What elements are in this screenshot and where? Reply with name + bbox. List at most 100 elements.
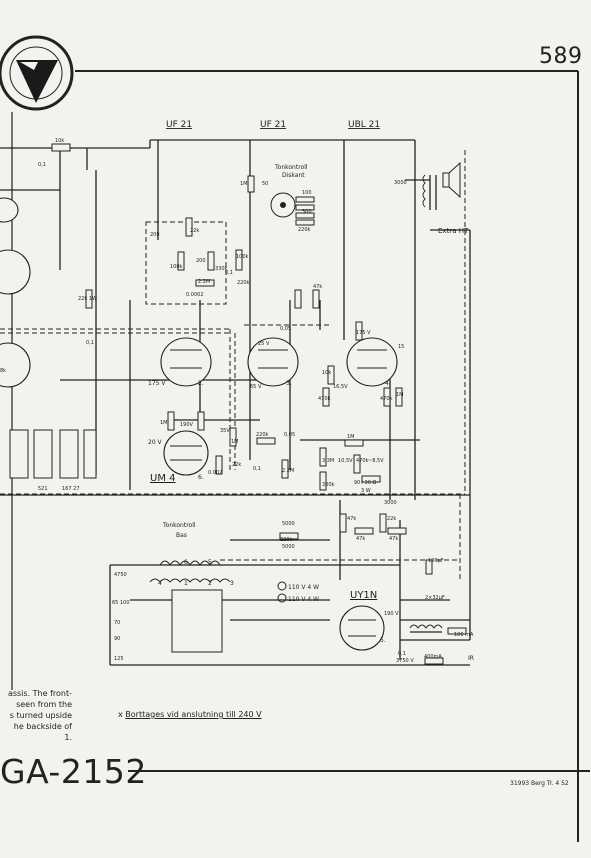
chassis-note-line: he backside of — [13, 722, 72, 731]
label-tube-3: 3. — [286, 380, 292, 387]
label-r220k-b: 220k — [237, 280, 250, 286]
label-tap-6: 6 — [184, 559, 188, 566]
label-c2x32: 2×32µF — [425, 595, 445, 601]
label-c200: 200 — [150, 232, 160, 238]
heater-chain — [149, 560, 231, 653]
label-r100k: 100k — [170, 264, 183, 270]
label-v175-b: 175 V — [356, 330, 371, 336]
label-r47k-b: 47k — [347, 516, 356, 522]
label-ir: IR — [468, 655, 474, 662]
tube-uf21-b — [247, 337, 299, 387]
label-v85: ~8,5V — [368, 458, 384, 464]
label-c01-b: 0,1 — [225, 270, 233, 276]
label-v175-a: 175 V — [148, 380, 166, 387]
label-v35: 35V — [220, 428, 230, 434]
label-tap-2: 2 — [208, 580, 212, 587]
schematic-labels: UF 21 UF 21 UBL 21 UM 4 UY1N Tonkontroll… — [0, 120, 474, 664]
label-coil-521: 521 — [38, 486, 48, 492]
chassis-note: assis. The front- seen from the s turned… — [0, 688, 72, 743]
model-number: GA-2152 — [0, 752, 147, 791]
label-r47k-d: 47k — [389, 536, 398, 542]
tube-partial-left — [0, 197, 31, 388]
label-uf21-b: UF 21 — [260, 120, 286, 130]
label-v65: 65 V — [250, 384, 262, 390]
footnote-marker: x — [118, 710, 123, 719]
chassis-note-line: seen from the — [16, 700, 72, 709]
label-r1m-d: 1M — [231, 439, 239, 445]
print-code: 31993 Berg Tr. 4 52 — [510, 780, 569, 787]
label-r90-30: 90+30 Ω — [354, 480, 377, 486]
label-w3: 3 W — [361, 488, 371, 494]
label-v190: 190V — [180, 422, 194, 428]
treble-switch — [270, 192, 315, 219]
label-r47k-c: 47k — [356, 536, 365, 542]
label-r1m-e: 1M — [347, 434, 355, 440]
label-r22m: 2.2M — [198, 279, 210, 285]
label-tube-5: 5. — [380, 637, 386, 644]
label-v90: 90 — [114, 636, 120, 642]
label-c3000-b: 3000 — [384, 500, 397, 506]
label-r220k-e: 220k — [280, 537, 293, 543]
chassis-note-line: 1. — [64, 733, 72, 742]
label-r470k-c: 470k — [356, 458, 369, 464]
pilot-lamps — [277, 581, 287, 603]
label-r100k-b: 100k — [236, 254, 249, 260]
label-tap-3: 3 — [230, 580, 234, 587]
label-tap-5: 5 — [208, 559, 212, 566]
if-transformers — [9, 429, 97, 479]
label-extra-ht: Extra HT — [438, 227, 469, 235]
label-c0002: 0.0002 — [186, 292, 204, 298]
label-r22k-b: 22k — [387, 516, 396, 522]
label-c01-top: 0,1 — [38, 162, 46, 168]
label-r33m: 3,3M — [322, 458, 334, 464]
label-c50: 50 — [262, 181, 268, 187]
label-tone-treble-sub: Diskant — [282, 172, 305, 179]
label-tone-bass: Tonkontroll — [162, 522, 196, 529]
label-v15: 15 — [398, 344, 404, 350]
label-c200b: 200 — [196, 258, 206, 264]
footnote: x Borttages vid anslutning till 240 V — [118, 710, 262, 719]
page-number: 589 — [539, 44, 583, 69]
label-v165: 16,5V — [333, 384, 348, 390]
label-tap-1: 1 — [184, 580, 188, 587]
label-c01-d: 0,1 — [398, 651, 406, 657]
label-c5000-b: 5000 — [282, 544, 295, 550]
label-v20: 20 V — [148, 439, 163, 446]
label-r330k: 330k — [215, 266, 228, 272]
label-v70: 70 — [114, 620, 120, 626]
label-c5000-a: 5000 — [282, 521, 295, 527]
tube-um4 — [163, 430, 209, 476]
label-ubl21: UBL 21 — [348, 120, 380, 130]
page-frame — [11, 70, 579, 842]
label-v4750: 4750 — [114, 572, 127, 578]
label-tube-6: 6. — [198, 474, 204, 481]
label-uf21-a: UF 21 — [166, 120, 192, 130]
wiring — [0, 139, 471, 666]
label-r10k-b: 10k — [322, 370, 331, 376]
label-r1m-c: 1M — [160, 420, 168, 426]
label-coil-167: 167 27 — [62, 486, 80, 492]
output-transformer — [422, 174, 437, 210]
label-c3000: 3000 — [394, 180, 407, 186]
label-v190-b: 190 V — [384, 611, 399, 617]
resistors — [51, 143, 467, 665]
label-ant: 8k — [0, 368, 6, 374]
tube-ubl21 — [346, 337, 398, 387]
label-r220k-a: 220k — [298, 227, 311, 233]
label-um4: UM 4 — [150, 473, 176, 484]
label-tone-treble: Tonkontroll — [274, 164, 308, 171]
label-r1m-top: 1M — [240, 181, 248, 187]
label-c300: 300 — [302, 209, 312, 215]
label-c005: 0,05 — [280, 326, 291, 332]
tube-uy1n — [339, 605, 385, 651]
label-v65-100: 65 100 — [112, 600, 130, 606]
label-tube-2: 2. — [198, 380, 204, 387]
label-r22k-a: 22k — [190, 228, 199, 234]
label-r10k: 10k — [55, 138, 64, 144]
label-v125: 125 — [114, 656, 124, 662]
model-rule — [128, 770, 590, 772]
label-c100a: 100 — [302, 190, 312, 196]
label-uy1n: UY1N — [350, 590, 377, 601]
label-r330k-b: 330k — [322, 482, 335, 488]
